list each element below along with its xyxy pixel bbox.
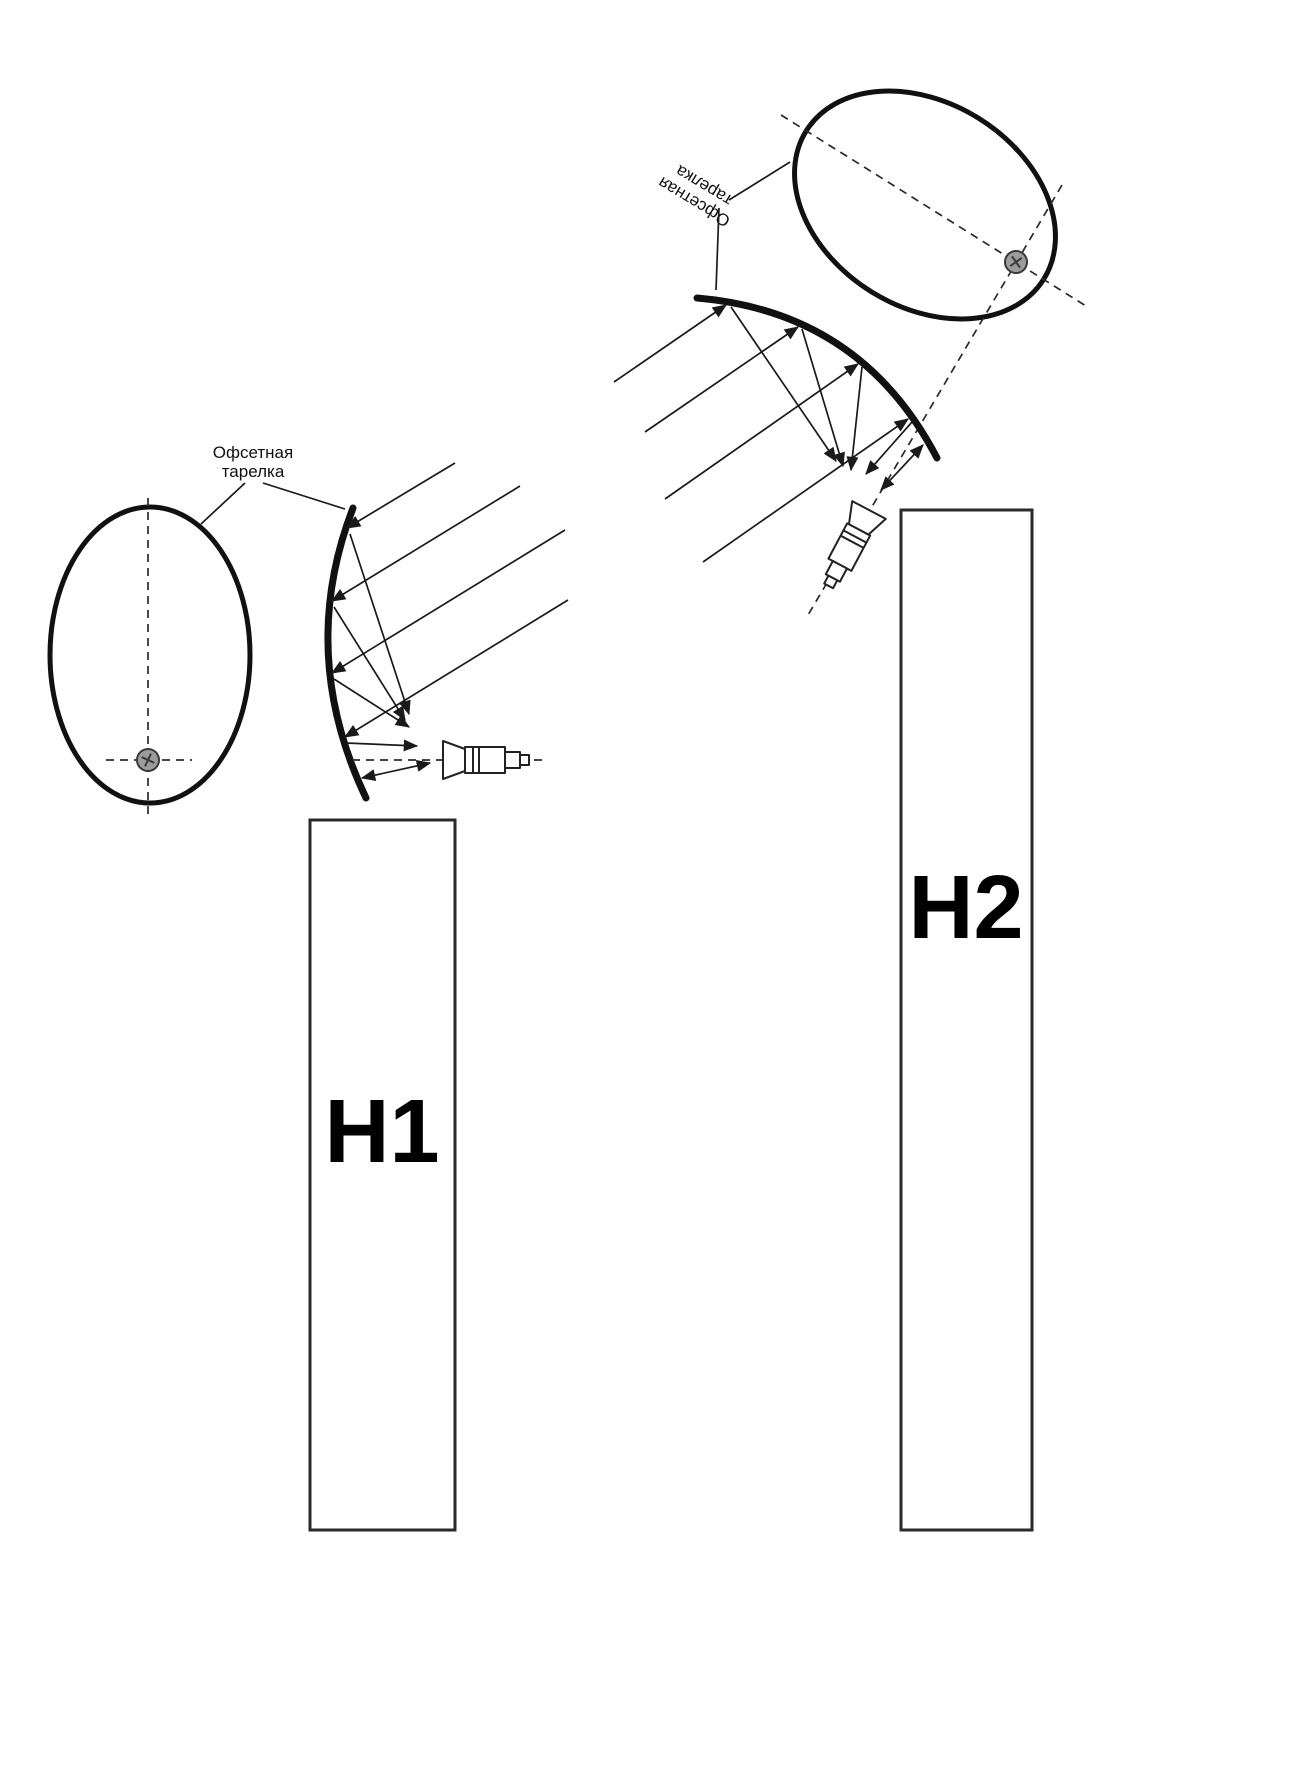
right-incoming-rays (613, 304, 909, 563)
incoming-ray (330, 485, 521, 602)
label-leader-line (715, 207, 720, 291)
right-offset-dish-label: Офсетная тарелка (655, 161, 791, 291)
reflected-ray (349, 533, 411, 716)
reflected-ray (865, 421, 913, 475)
masts: H1 H2 (308, 508, 1034, 1532)
left-offset-dish-label: Офсетная тарелка (200, 443, 346, 525)
reflected-ray (333, 678, 411, 728)
mast-h1 (308, 818, 457, 1532)
incoming-ray (702, 418, 909, 563)
reflected-ray (730, 306, 837, 462)
left-feed-horn (442, 740, 530, 780)
mast-h1-label: H1 (324, 1082, 439, 1182)
label-leader-line (262, 482, 346, 510)
mast-h2 (899, 508, 1034, 1532)
incoming-ray (345, 462, 456, 529)
reflected-ray (333, 606, 406, 722)
focus-double-arrow (360, 759, 432, 782)
offset-dish-label-line2: тарелка (222, 462, 285, 481)
left-incoming-rays (330, 462, 569, 738)
right-feed-horn (823, 500, 887, 590)
offset-dish-label-line1: Офсетная (213, 443, 293, 462)
left-mount-bolt-icon (136, 748, 160, 772)
left-reflected-rays (333, 533, 432, 782)
reflected-ray (801, 328, 845, 468)
incoming-ray (644, 326, 799, 433)
reflected-ray (345, 739, 419, 752)
reflected-ray (846, 366, 863, 472)
right-major-axis-line (780, 114, 1087, 307)
right-reflected-rays (730, 306, 924, 491)
label-leader-line (728, 161, 791, 201)
mast-h2-label: H2 (908, 858, 1023, 958)
left-dish-reflector (324, 504, 370, 802)
right-dish-reflector (693, 294, 941, 462)
label-leader-line (200, 482, 246, 525)
right-mount-bolt-icon (1004, 250, 1028, 274)
focus-double-arrow (880, 444, 924, 491)
left-dish-front-ellipse (47, 504, 253, 806)
incoming-ray (613, 304, 727, 383)
left-antenna-group: Офсетная тарелка (47, 443, 569, 814)
incoming-ray (330, 529, 566, 674)
incoming-ray (664, 363, 859, 500)
incoming-ray (343, 599, 569, 738)
